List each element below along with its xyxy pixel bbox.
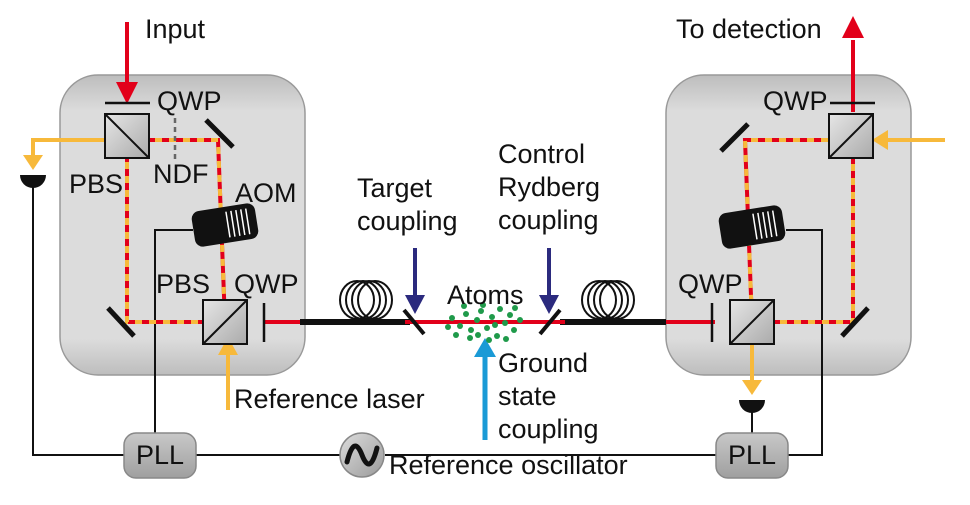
right-photodetector-icon [739, 400, 765, 413]
aom-left-icon [191, 203, 259, 247]
right-interferometer-box [665, 74, 912, 376]
mirror-top-right-icon [719, 122, 750, 153]
reference-laser-arrowhead [218, 337, 238, 355]
aom-right-icon [718, 205, 786, 249]
pbs-top-left-label: PBS [69, 169, 123, 199]
aom-left-label: AOM [235, 178, 297, 208]
mirror-top-left-icon [204, 118, 235, 149]
ground-state-label-1: Ground [498, 348, 588, 378]
control-coupling-label-2: Rydberg [498, 172, 600, 202]
fiber-left [300, 280, 410, 325]
to-detection-arrowhead [842, 16, 864, 38]
ground-state-arrowhead [474, 338, 496, 357]
reference-oscillator-label: Reference oscillator [389, 450, 628, 480]
ground-state-label-2: state [498, 381, 557, 411]
qwp-top-right-label: QWP [763, 86, 828, 116]
combined-beam-left [125, 120, 227, 324]
dichroic-mirror-right-icon [538, 308, 562, 336]
control-coupling-label-3: coupling [498, 205, 599, 235]
reference-laser-label: Reference laser [234, 384, 425, 414]
pbs-top-left-icon [104, 113, 150, 159]
right-detector-arrowhead [742, 380, 762, 395]
reference-beams [31, 138, 945, 410]
input-label: Input [145, 14, 206, 44]
qwp-top-left-label: QWP [157, 86, 222, 116]
pbs-bottom-left-icon [202, 299, 248, 345]
to-detection-label: To detection [676, 14, 822, 44]
right-reference-arrowhead [872, 130, 888, 150]
qwp-bottom-left-label: QWP [234, 269, 299, 299]
pll-left-box [123, 432, 197, 479]
target-coupling-label-1: Target [357, 173, 433, 203]
pbs-top-right-icon [828, 113, 874, 159]
pbs-bottom-left-label: PBS [156, 269, 210, 299]
pbs-bottom-right-icon [729, 299, 775, 345]
atoms-label: Atoms [447, 280, 524, 310]
input-arrowhead [116, 82, 138, 104]
pll-right-label: PLL [728, 440, 776, 470]
signal-beam [125, 22, 855, 324]
pll-left-label: PLL [136, 440, 184, 470]
left-photodetector-icon [20, 175, 46, 188]
control-coupling-arrowhead [539, 295, 559, 314]
target-coupling-label-2: coupling [357, 206, 458, 236]
atoms-cloud-icon [445, 302, 523, 343]
reference-oscillator-icon [339, 432, 385, 478]
ndf-label: NDF [153, 159, 209, 189]
qwp-bottom-right-label: QWP [678, 269, 743, 299]
target-coupling-arrowhead [405, 295, 425, 314]
control-coupling-label-1: Control [498, 139, 585, 169]
mirror-bottom-left-icon [106, 306, 136, 338]
left-interferometer-box [59, 74, 306, 376]
pll-right-box [715, 432, 789, 479]
mirror-bottom-right-icon [840, 306, 870, 338]
dichroic-mirror-left-icon [402, 308, 426, 336]
ground-state-label-3: coupling [498, 414, 599, 444]
left-detector-arrowhead [23, 155, 43, 170]
fiber-right [560, 280, 666, 325]
